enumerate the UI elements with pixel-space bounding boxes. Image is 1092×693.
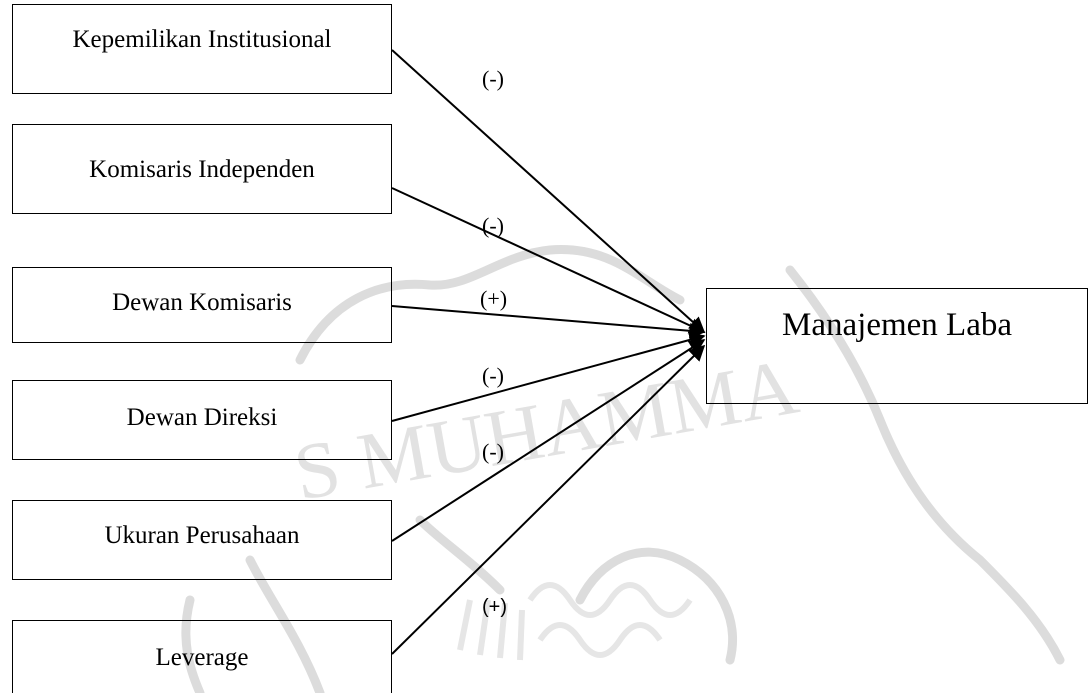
label-dewan-komisaris: Dewan Komisaris <box>112 289 292 316</box>
arrow-ukuran-perusahaan <box>391 339 706 542</box>
box-dewan-komisaris: Dewan Komisaris <box>12 267 392 343</box>
box-leverage: Leverage <box>12 620 392 693</box>
arrow-komisaris-independen <box>391 187 706 334</box>
sign-komisaris-independen: (-) <box>482 213 504 238</box>
sign-kepemilikan-institusional: (-) <box>482 66 504 91</box>
sign-ukuran-perusahaan: (-) <box>482 439 504 464</box>
arrow-kepemilikan-institusional <box>391 49 706 334</box>
box-kepemilikan-institusional: Kepemilikan Institusional <box>12 4 392 94</box>
label-manajemen-laba: Manajemen Laba <box>782 307 1012 343</box>
arrow-dewan-komisaris <box>391 305 706 339</box>
label-leverage: Leverage <box>155 644 249 671</box>
box-ukuran-perusahaan: Ukuran Perusahaan <box>12 500 392 580</box>
label-komisaris-independen: Komisaris Independen <box>89 156 315 183</box>
sign-leverage: (+) <box>482 596 507 618</box>
arrow-leverage <box>391 344 706 655</box>
sign-dewan-direksi: (-) <box>482 363 504 388</box>
label-ukuran-perusahaan: Ukuran Perusahaan <box>104 522 300 549</box>
box-dewan-direksi: Dewan Direksi <box>12 380 392 460</box>
box-komisaris-independen: Komisaris Independen <box>12 124 392 214</box>
sign-dewan-komisaris: (+) <box>480 286 508 311</box>
arrow-dewan-direksi <box>391 332 706 422</box>
box-manajemen-laba: Manajemen Laba <box>706 288 1088 404</box>
label-dewan-direksi: Dewan Direksi <box>126 404 278 431</box>
label-kepemilikan-institusional: Kepemilikan Institusional <box>72 26 332 53</box>
